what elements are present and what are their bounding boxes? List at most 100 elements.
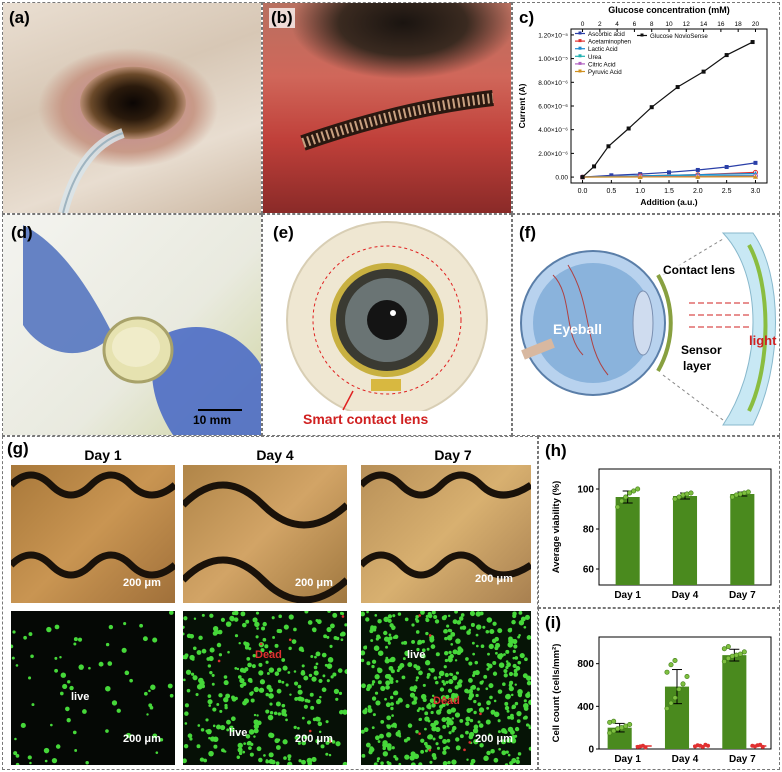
live-cell-dot [514,701,519,706]
live-cell-dot [452,649,458,655]
y-axis-label: Average viability (%) [551,481,562,574]
live-cell-dot [66,718,71,723]
live-cell-dot [301,716,305,720]
live-cell-dot [255,635,259,639]
live-cell-dot [361,753,366,758]
live-cell-dot [189,737,193,741]
live-cell-dot [189,654,195,661]
data-point [752,174,758,179]
live-cell-dot [281,658,286,662]
live-cell-dot [401,675,406,680]
live-cell-dot [389,658,393,663]
live-cell-dot [186,633,192,639]
scale-text-bf1: 200 μm [123,577,161,589]
live-cell-dot [424,749,428,753]
live-cell-dot [391,626,395,631]
live-cell-dot [371,659,377,664]
live-cell-dot [245,619,250,624]
live-cell-dot [405,703,410,709]
live-cell-dot [304,698,309,703]
live-cell-dot [240,611,246,617]
live-cell-dot [277,712,282,716]
data-point [721,659,727,665]
y-tick-label: 8.00×10⁻⁶ [538,80,568,87]
live-cell-dot [443,628,448,634]
live-cell-dot [238,751,243,756]
live-cell-dot [372,713,376,717]
live-cell-dot [388,636,393,641]
live-cell-dot [489,695,493,700]
live-cell-dot [342,761,347,765]
live-cell-dot [391,714,394,717]
live-cell-dot [466,758,469,761]
live-cell-dot [322,674,326,678]
live-cell-dot [44,759,48,763]
live-cell-dot [253,713,257,717]
live-cell-dot [326,679,330,683]
live-cell-dot [60,672,67,678]
text-eyeball: Eyeball [553,321,603,337]
live-cell-dot [183,616,188,621]
live-cell-dot [421,648,426,653]
live-cell-dot [367,707,373,713]
dead-cell-dot [442,696,446,700]
live-cell-dot [277,738,281,742]
coil-sensor-drawing [300,90,494,151]
live-cell-dot [411,623,415,627]
live-cell-dot [252,617,258,623]
live-cell-dot [258,662,263,667]
live-cell-dot [465,721,470,726]
fluorescence-day7 [361,611,531,765]
live-cell-dot [315,662,319,666]
live-cell-dot [452,725,457,731]
live-cell-dot [261,626,266,631]
live-cell-dot [260,648,265,653]
live-cell-dot [450,695,455,700]
live-cell-dot [413,685,418,690]
live-cell-dot [271,616,275,620]
live-cell-dot [192,675,198,681]
live-cell-dot [105,729,109,733]
live-cell-dot [374,735,380,741]
live-cell-dot [497,719,501,723]
live-cell-dot [439,708,442,712]
live-cell-dot [268,667,275,673]
scale-text-fl1: 200 μm [123,733,161,745]
live-cell-dot [395,700,400,705]
live-cell-dot [208,750,214,757]
live-cell-dot [485,719,491,725]
live-cell-dot [397,612,402,616]
live-cell-dot [376,759,380,763]
live-cell-dot [265,709,270,714]
live-cell-dot [397,665,403,670]
live-cell-dot [490,749,495,754]
dead-cell-dot [308,729,312,733]
data-point [580,175,585,180]
live-cell-dot [339,611,344,615]
live-cell-dot [448,678,454,685]
live-cell-dot [474,660,479,665]
live-cell-dot [186,688,191,693]
live-cell-dot [445,680,449,684]
live-cell-dot [303,735,308,740]
live-cell-dot [453,693,459,699]
panel-d: (d) 10 mm [2,214,262,436]
legend-entry: Citric Acid [588,61,616,68]
live-cell-dot [267,714,274,721]
live-cell-dot [393,754,397,759]
live-cell-dot [226,728,230,732]
data-point [607,730,613,736]
live-cell-dot [285,683,289,687]
data-point [733,492,739,498]
live-cell-dot [512,649,516,653]
live-cell-dot [155,751,159,754]
live-cell-dot [421,707,425,711]
live-cell-dot [466,690,470,694]
label-h: (h) [545,441,567,460]
live-cell-dot [444,650,449,656]
live-cell-dot [374,691,379,695]
live-cell-dot [455,745,461,751]
live-cell-dot [418,707,422,711]
live-cell-dot [249,679,253,683]
live-cell-dot [433,676,438,680]
